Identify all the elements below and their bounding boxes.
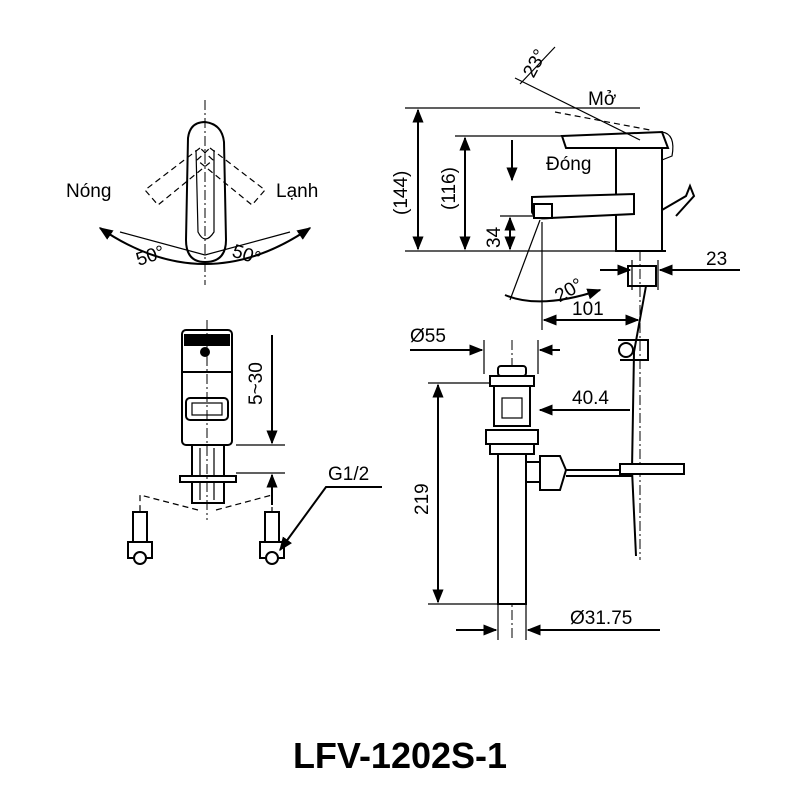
spout-height-label: (116) <box>439 167 460 210</box>
side-view: 23° Mở Đóng (144) (116) 34 20° 101 23 <box>391 46 740 560</box>
front-view: 5~30 G1/2 <box>127 320 382 565</box>
total-height-label: (144) <box>391 171 412 215</box>
top-view: Nóng Lạnh 50° 50° <box>66 100 318 285</box>
hot-label: Nóng <box>66 181 111 202</box>
flange-width-label: 40.4 <box>572 388 609 409</box>
lift-rod <box>661 183 696 217</box>
faucet-lever <box>560 130 670 149</box>
right-angle-label: 50° <box>229 241 263 270</box>
open-label: Mở <box>588 89 616 110</box>
close-label: Đóng <box>546 154 591 175</box>
handle-top <box>184 120 228 264</box>
deck-range-label: 5~30 <box>246 362 267 405</box>
left-angle-label: 50° <box>134 242 168 271</box>
thread-label: G1/2 <box>328 464 369 485</box>
deck-thickness-label: 23 <box>706 249 727 270</box>
spout-clearance-label: 34 <box>484 226 505 248</box>
drain-length-label: 219 <box>412 483 433 515</box>
pipe-diameter-label: Ø31.75 <box>570 608 632 629</box>
cold-label: Lạnh <box>276 181 318 202</box>
drain-pipe <box>497 453 527 605</box>
handle-ghost-hot <box>144 147 214 206</box>
top-diameter-label: Ø55 <box>410 326 446 347</box>
handle-ghost-cold <box>196 147 266 206</box>
model-title: LFV-1202S-1 <box>293 735 507 776</box>
pull-rod <box>630 285 647 557</box>
open-angle-label: 23° <box>519 46 551 81</box>
drain-assembly: Ø55 40.4 219 Ø31.75 <box>410 326 685 640</box>
reach-label: 101 <box>572 299 604 320</box>
